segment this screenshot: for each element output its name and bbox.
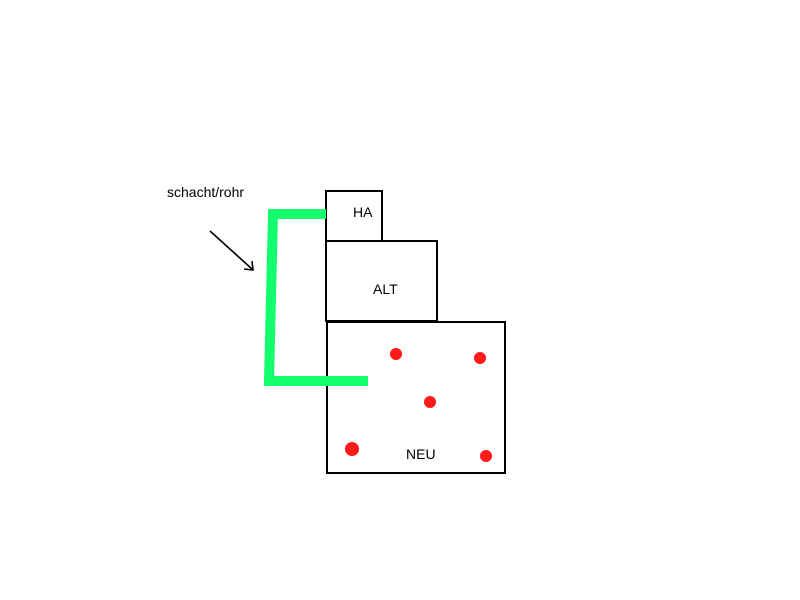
red-marker [390,348,402,360]
room-neu-label: NEU [406,446,436,462]
room-ha-label: HA [353,204,373,220]
red-marker [424,396,436,408]
room-alt-label: ALT [373,281,398,297]
room-alt [325,240,438,322]
red-marker [480,450,492,462]
annotation-arrow [209,230,254,271]
red-marker [345,442,359,456]
red-marker [474,352,486,364]
pipe-route [263,209,368,386]
annotation-label: schacht/rohr [167,184,244,200]
